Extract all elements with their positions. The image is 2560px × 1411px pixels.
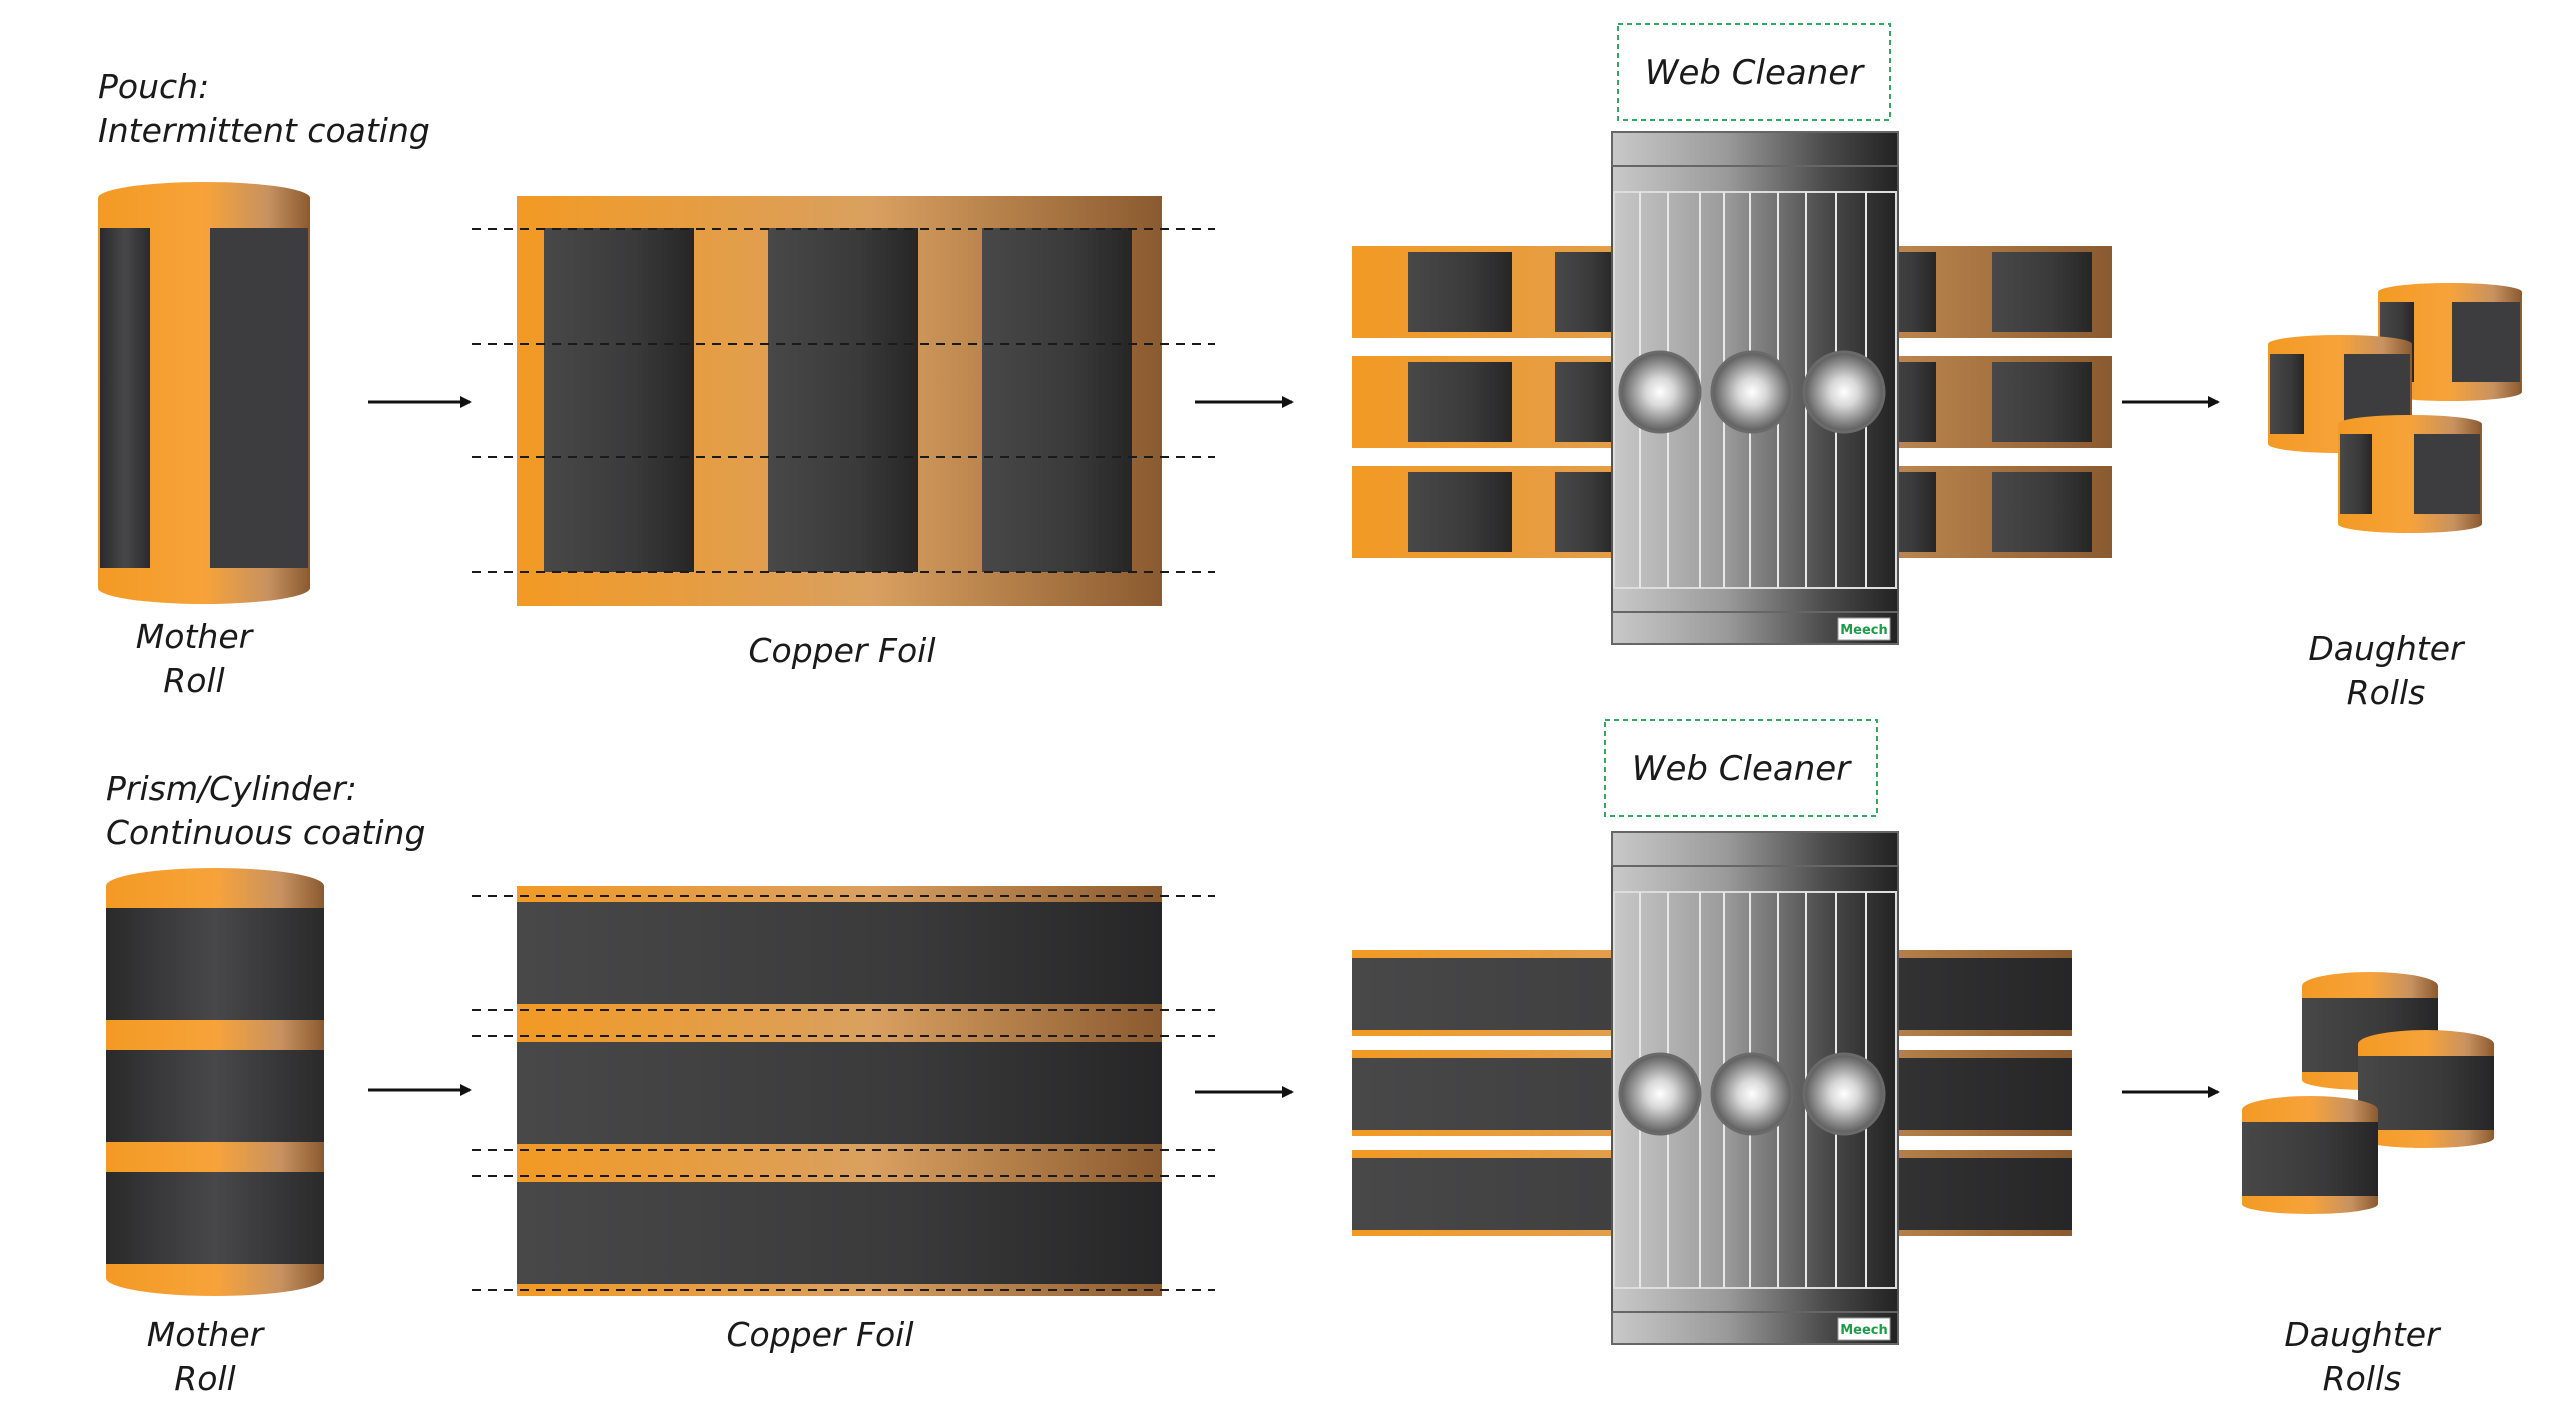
top-copper-foil-label: Copper Foil xyxy=(749,631,936,670)
bottom-daughter-rolls xyxy=(2242,972,2494,1214)
top-daughter-rolls-label-2: Rolls xyxy=(2347,673,2426,712)
top-daughter-rolls xyxy=(2268,283,2522,533)
bottom-row: Prism/Cylinder: Continuous coating Mothe… xyxy=(106,719,2494,1398)
bottom-brand-logo: Meech xyxy=(1840,1323,1888,1338)
bottom-mother-roll xyxy=(106,868,324,1296)
top-daughter-rolls-label-1: Daughter xyxy=(2308,629,2466,668)
bottom-roller-1 xyxy=(1618,1052,1702,1136)
bottom-copper-foil xyxy=(472,886,1215,1296)
top-mother-roll xyxy=(98,182,310,604)
top-daughter-roll-front xyxy=(2338,415,2482,533)
bottom-daughter-rolls-label-1: Daughter xyxy=(2284,1315,2442,1354)
bottom-web-cleaner-label: Web Cleaner xyxy=(1632,749,1852,789)
top-roller-2 xyxy=(1710,350,1794,434)
top-web-cleaner-box xyxy=(1617,23,1891,121)
bottom-daughter-rolls-label-2: Rolls xyxy=(2323,1359,2402,1398)
bottom-section-label-1: Prism/Cylinder: xyxy=(106,769,357,808)
bottom-roller-3 xyxy=(1802,1052,1886,1136)
top-brand-logo: Meech xyxy=(1840,623,1888,638)
bottom-mother-roll-label-1: Mother xyxy=(147,1315,266,1354)
top-row: Pouch: Intermittent coating Mother Roll xyxy=(98,23,2522,712)
top-section-label-1: Pouch: xyxy=(98,67,209,106)
top-roller-1 xyxy=(1618,350,1702,434)
bottom-brand-badge xyxy=(1837,1317,1891,1341)
bottom-mother-roll-label-2: Roll xyxy=(174,1359,235,1398)
top-section-label-2: Intermittent coating xyxy=(98,111,430,150)
top-daughter-roll-back xyxy=(2378,283,2522,401)
bottom-web-cleaner-box xyxy=(1604,719,1878,817)
bottom-daughter-roll-front xyxy=(2242,1096,2378,1214)
bottom-copper-foil-label: Copper Foil xyxy=(727,1315,914,1354)
top-copper-foil xyxy=(472,196,1215,606)
bottom-daughter-roll-right xyxy=(2358,1030,2494,1148)
top-brand-badge xyxy=(1837,617,1891,641)
top-web-cleaner-unit: Meech xyxy=(1611,131,1899,645)
top-mother-roll-label-1: Mother xyxy=(136,617,255,656)
top-daughter-roll-left xyxy=(2268,335,2412,453)
top-web-cleaner-label: Web Cleaner xyxy=(1645,53,1865,93)
top-roller-3 xyxy=(1802,350,1886,434)
bottom-section-label-2: Continuous coating xyxy=(106,813,425,852)
bottom-web-cleaner-unit: Meech xyxy=(1611,831,1899,1345)
top-mother-roll-label-2: Roll xyxy=(163,661,224,700)
bottom-roller-2 xyxy=(1710,1052,1794,1136)
